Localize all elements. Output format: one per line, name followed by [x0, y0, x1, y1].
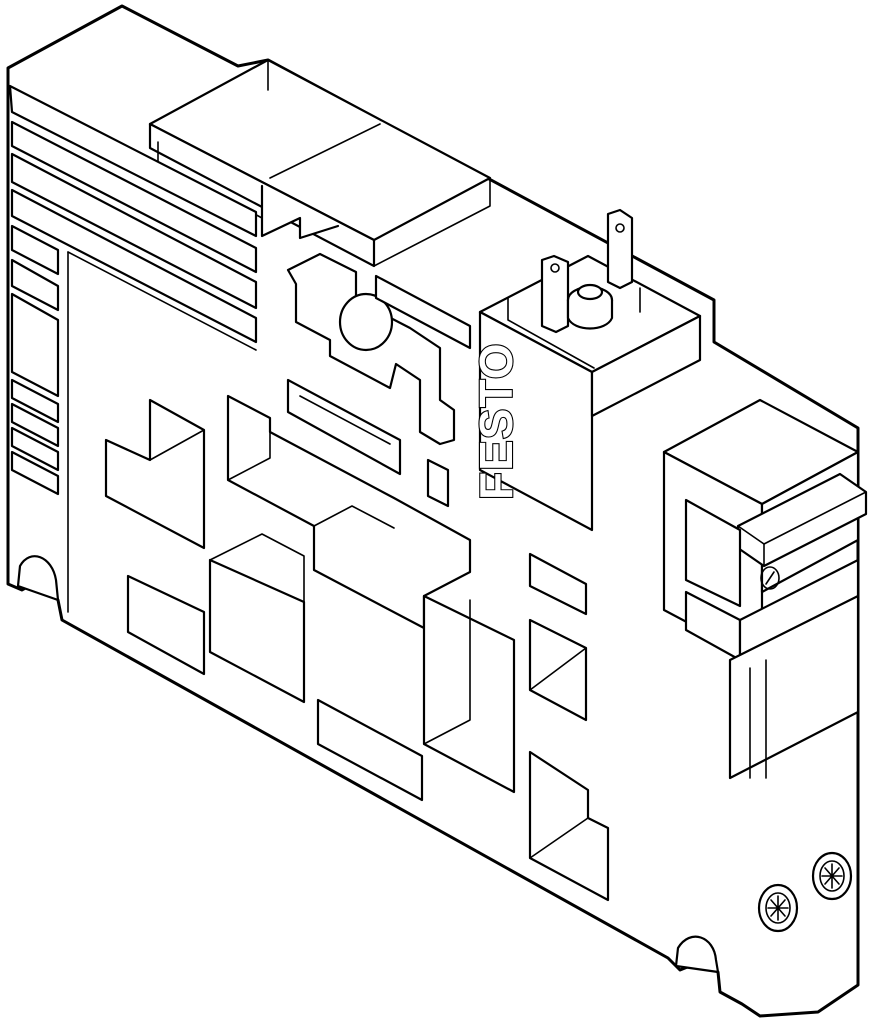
center-bore — [286, 252, 472, 508]
solenoid-coil: FESTO — [469, 254, 702, 532]
screw-icon — [760, 566, 780, 590]
mounting-notch-left — [16, 555, 60, 602]
pin-right — [606, 208, 634, 290]
side-plate — [6, 4, 860, 1018]
vent-slots — [8, 84, 258, 613]
connector-pins — [540, 208, 634, 334]
upper-body — [148, 58, 492, 268]
end-cap — [662, 398, 868, 780]
festo-logo: FESTO — [470, 342, 522, 500]
pin-left — [540, 254, 570, 334]
recessed-pockets — [104, 394, 610, 902]
exhaust-ports — [757, 851, 853, 933]
mounting-notch-right — [674, 935, 720, 974]
